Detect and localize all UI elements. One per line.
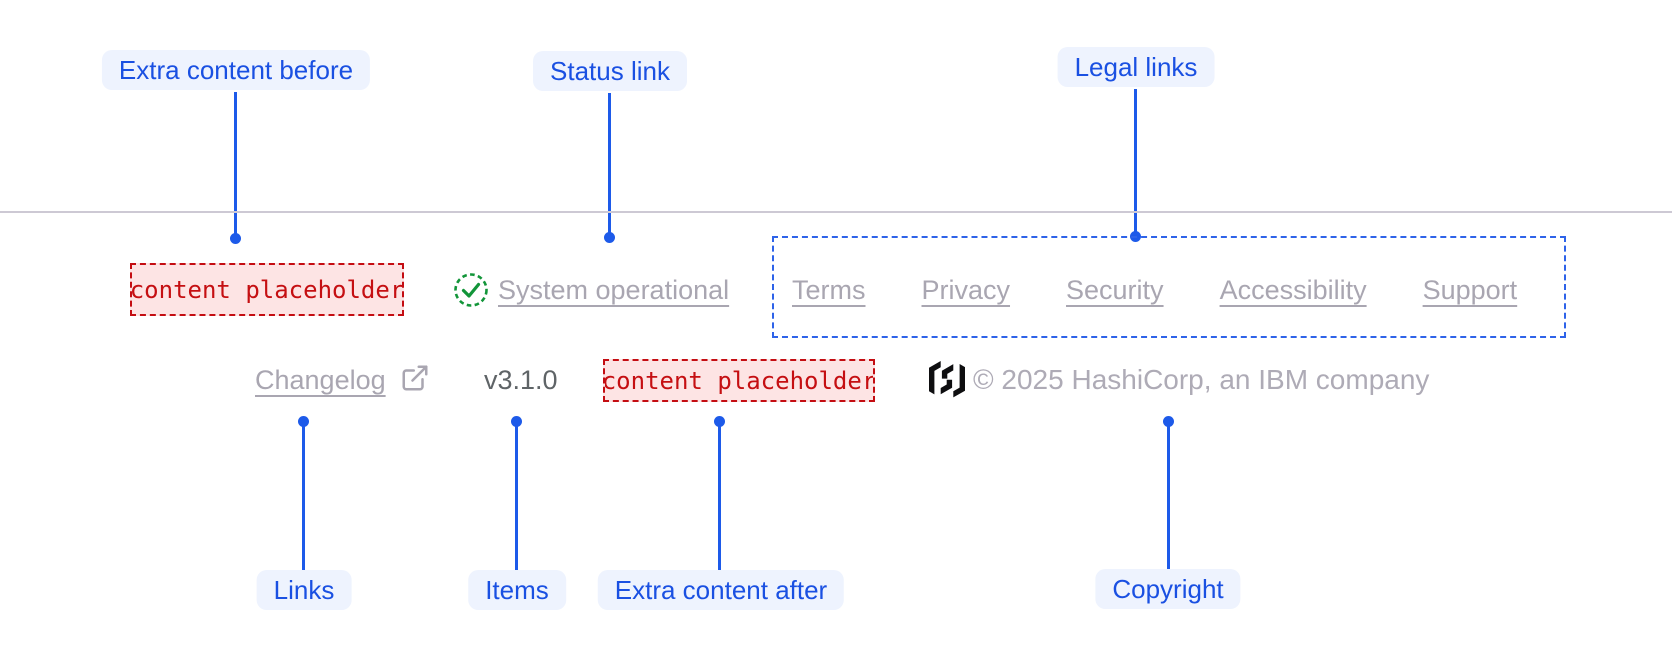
connector-dot — [230, 233, 241, 244]
annotation-status-link: Status link — [533, 51, 687, 91]
connector-line — [234, 92, 237, 238]
annotation-extra-content-before: Extra content before — [101, 50, 371, 90]
connector-line — [1134, 89, 1137, 232]
annotation-links: Links — [256, 570, 352, 610]
status-link[interactable]: System operational — [498, 275, 730, 305]
connector-dot — [604, 232, 615, 243]
connector-dot — [1163, 416, 1174, 427]
changelog-link[interactable]: Changelog — [255, 365, 386, 395]
annotation-copyright: Copyright — [1095, 569, 1241, 609]
check-circle-icon — [454, 273, 488, 307]
legal-link-terms[interactable]: Terms — [792, 275, 866, 305]
copyright-text: © 2025 HashiCorp, an IBM company — [973, 364, 1430, 395]
extra-content-before-placeholder: content placeholder — [130, 263, 404, 316]
version-text: v3.1.0 — [484, 365, 558, 395]
connector-line — [718, 424, 721, 570]
annotation-items: Items — [468, 570, 566, 610]
extra-content-after-placeholder: content placeholder — [603, 359, 875, 402]
legal-link-privacy[interactable]: Privacy — [921, 275, 1011, 305]
annotation-legal-links: Legal links — [1057, 47, 1215, 87]
connector-dot — [511, 416, 522, 427]
hashicorp-logo-icon — [929, 361, 965, 398]
connector-line — [608, 93, 611, 233]
connector-line — [1167, 424, 1170, 569]
legal-link-accessibility[interactable]: Accessibility — [1219, 275, 1367, 305]
connector-line — [515, 424, 518, 570]
connector-dot — [714, 416, 725, 427]
connector-line — [302, 424, 305, 570]
legal-links-highlight-box — [772, 236, 1566, 338]
legal-link-support[interactable]: Support — [1422, 275, 1518, 305]
external-link-icon[interactable] — [400, 363, 430, 393]
connector-dot — [298, 416, 309, 427]
legal-links-list: Terms Privacy Security Accessibility Sup… — [792, 273, 1517, 307]
legal-link-security[interactable]: Security — [1066, 275, 1164, 305]
footer-divider — [0, 211, 1672, 213]
annotation-extra-content-after: Extra content after — [597, 570, 845, 610]
